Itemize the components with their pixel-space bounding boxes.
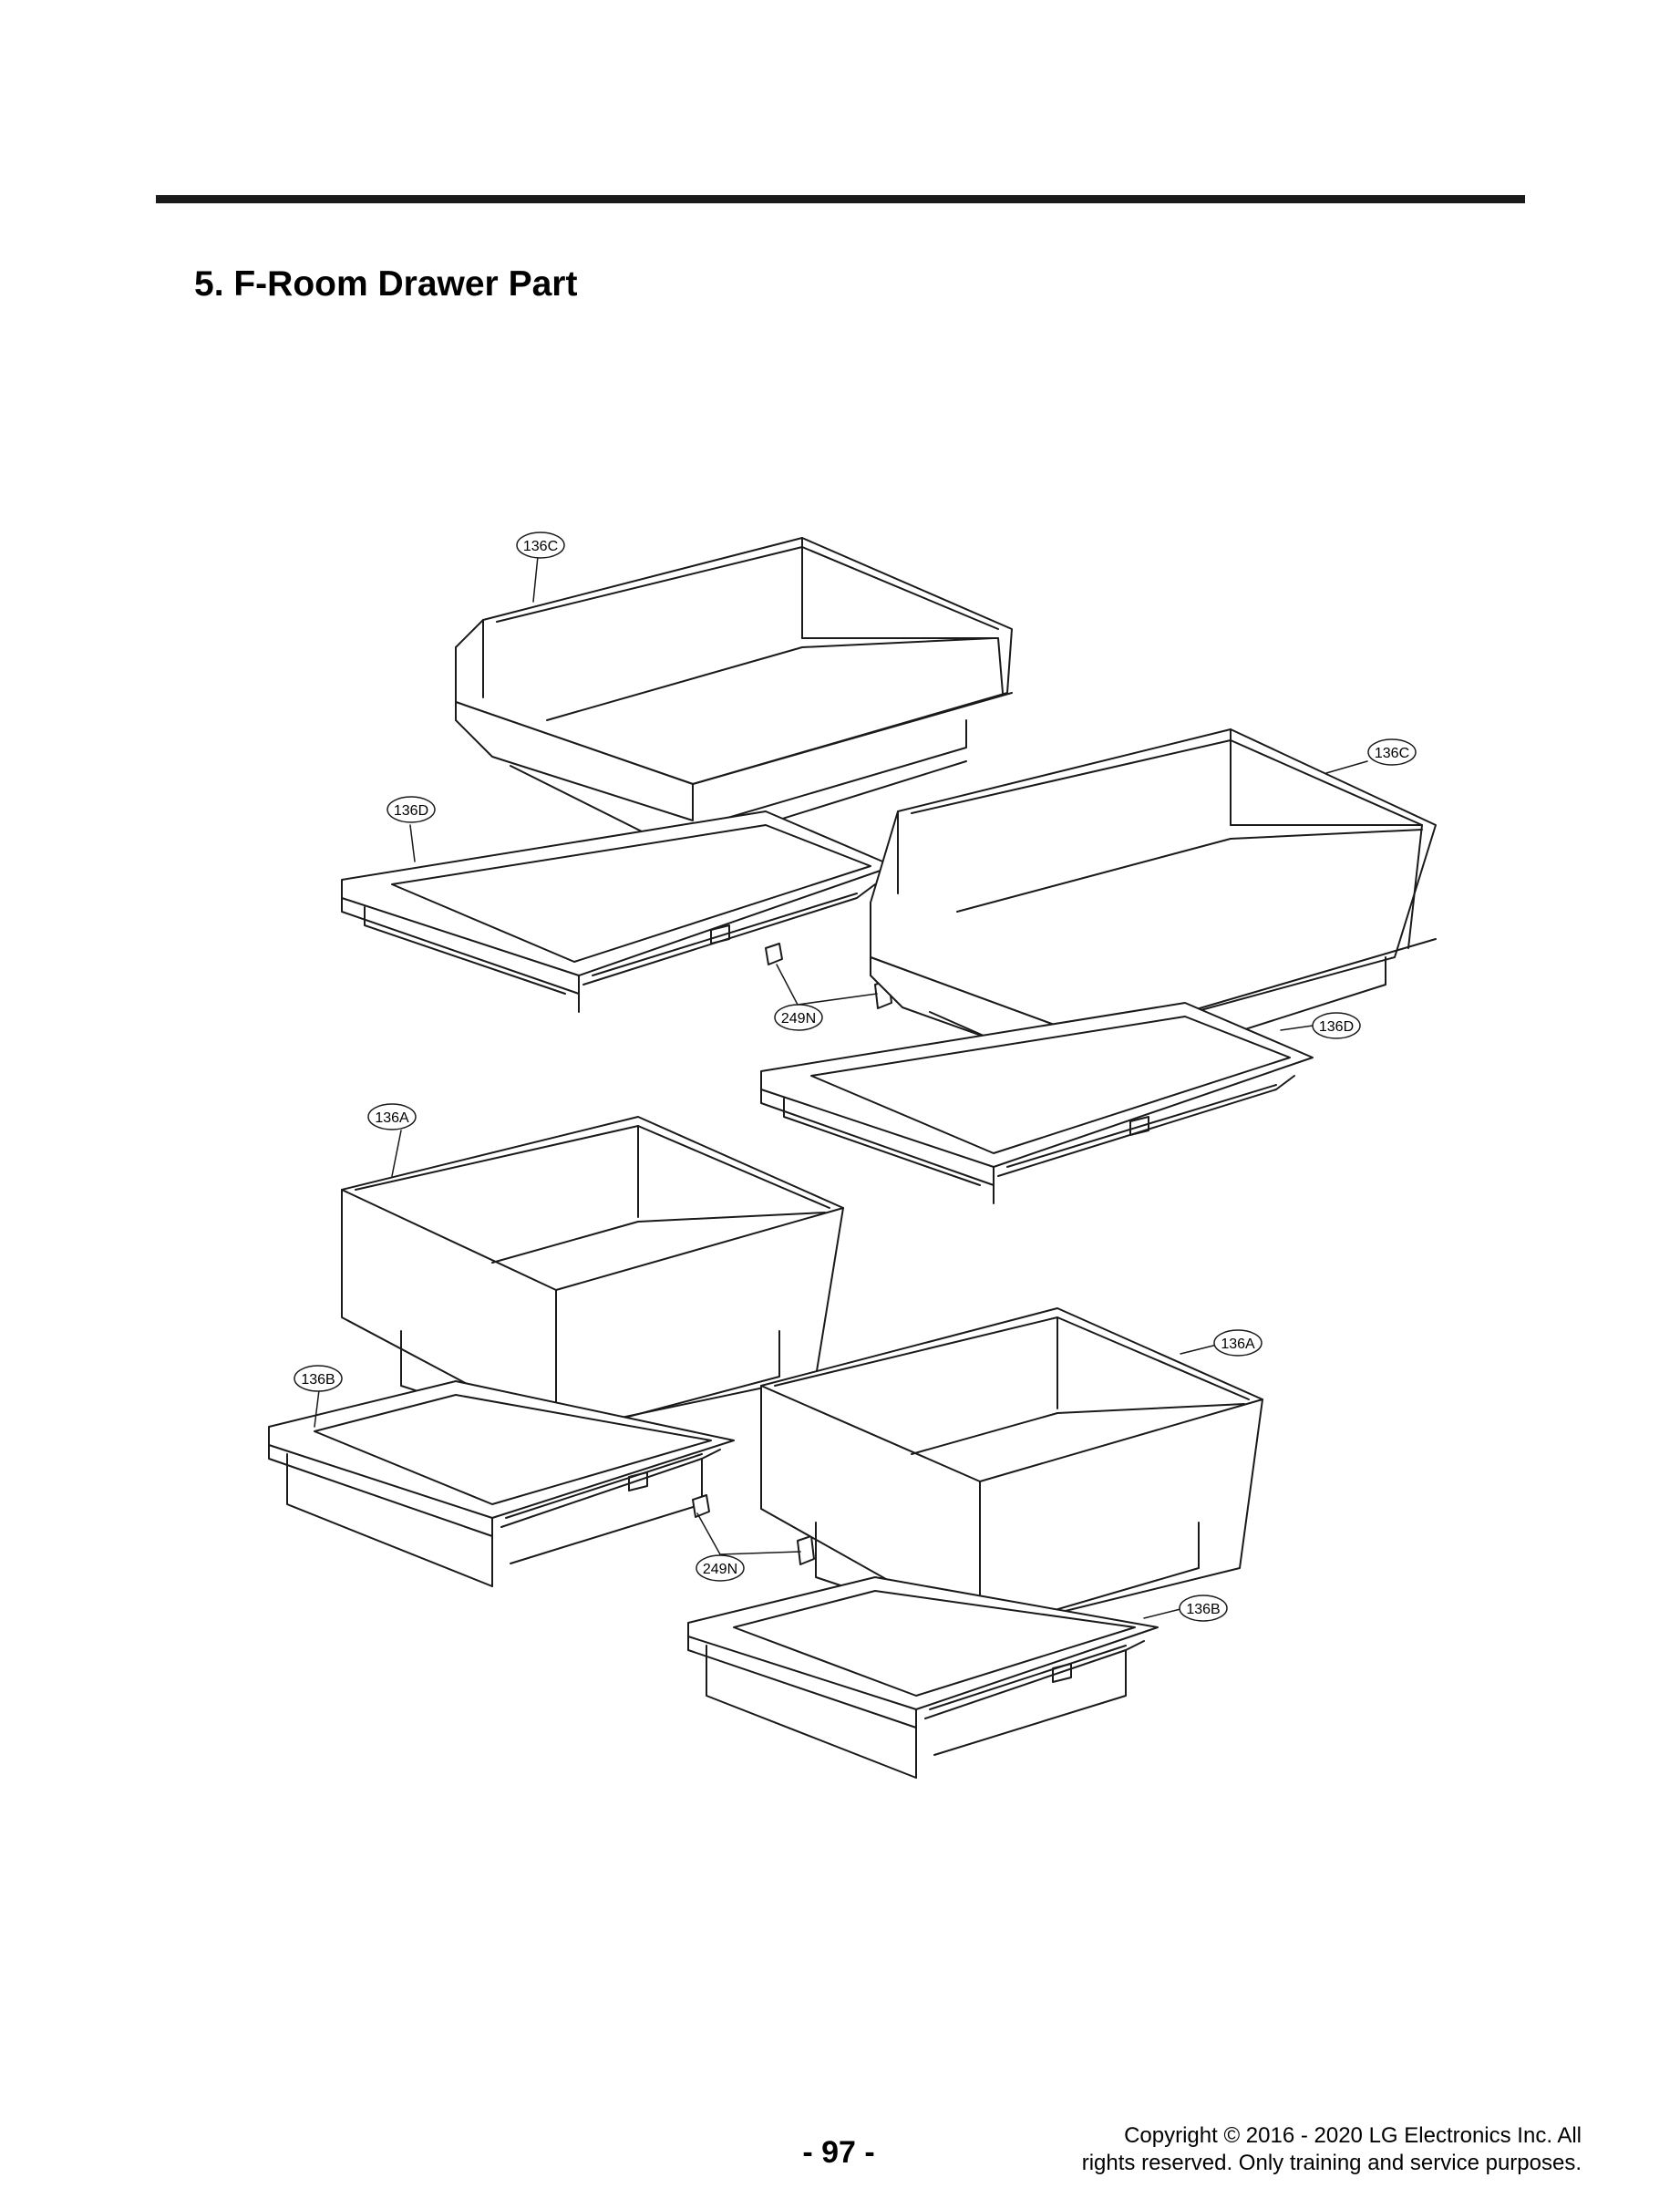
svg-text:136C: 136C [523, 539, 558, 554]
drawer-frame-right [760, 1002, 1314, 1204]
drawer-frame-lower-left [268, 1380, 735, 1587]
drawer-bin-upper-left [455, 537, 1013, 853]
svg-text:249N: 249N [781, 1011, 816, 1027]
callout-136c-top: 136C [516, 532, 565, 559]
clip-part-lower [692, 1494, 815, 1565]
svg-text:136B: 136B [301, 1372, 335, 1388]
section-title: 5. F-Room Drawer Part [194, 264, 578, 304]
leader-lines [314, 555, 1368, 1619]
drawer-bin-lower-right [760, 1307, 1263, 1651]
svg-text:136D: 136D [1319, 1019, 1354, 1035]
copyright-notice: Copyright © 2016 - 2020 LG Electronics I… [925, 2122, 1582, 2177]
drawer-frame-lower-right [687, 1576, 1159, 1779]
svg-text:249N: 249N [703, 1562, 737, 1577]
copyright-line-2: rights reserved. Only training and servi… [1081, 2151, 1582, 2175]
callout-249n-lower: 249N [696, 1554, 745, 1582]
callout-136b-right: 136B [1179, 1595, 1228, 1622]
svg-text:136C: 136C [1375, 746, 1409, 761]
callout-136c-right: 136C [1367, 738, 1417, 766]
callout-136a-left: 136A [367, 1103, 417, 1130]
svg-text:136A: 136A [375, 1110, 409, 1126]
svg-text:136B: 136B [1186, 1602, 1220, 1617]
page-number: - 97 - [802, 2135, 875, 2170]
header-rule [156, 195, 1525, 203]
callout-136b-left: 136B [294, 1365, 343, 1392]
callout-136d-left: 136D [387, 796, 436, 823]
copyright-line-1: Copyright © 2016 - 2020 LG Electronics I… [1124, 2123, 1582, 2148]
callout-136a-right: 136A [1213, 1329, 1263, 1357]
svg-text:136D: 136D [394, 803, 428, 819]
svg-text:136A: 136A [1221, 1337, 1255, 1352]
callout-136d-right: 136D [1312, 1012, 1361, 1039]
drawer-frame-upper-left [341, 810, 894, 1013]
drawer-bin-lower-left [341, 1116, 844, 1460]
callout-249n-upper: 249N [774, 1004, 823, 1031]
